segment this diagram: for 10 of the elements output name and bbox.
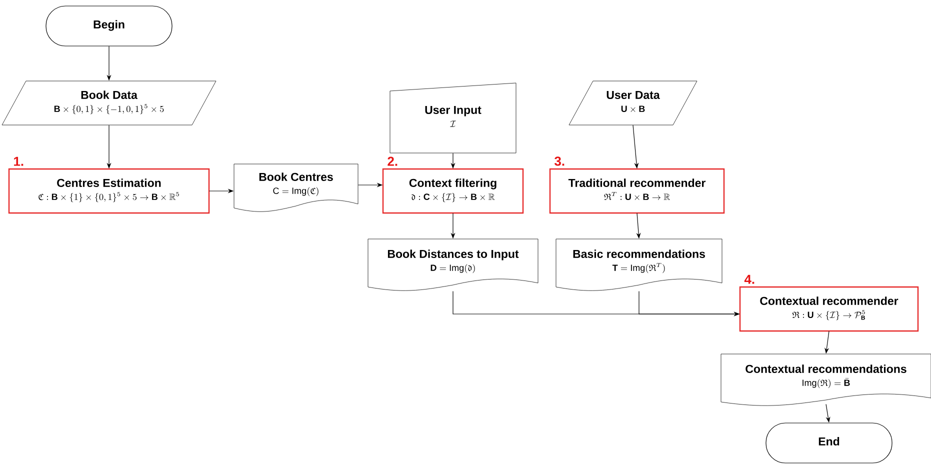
process-box: Traditional recommender $\mathfrak{R}^{T}:\mathbf{U}\times\mathbf{B}\rightarrow\mathbb{R}$ [549, 168, 725, 214]
data-parallelogram: Book Data $\mathbf{B}\times\{0,1\}\times\{-1,0,1\}^{5}\times 5$ [2, 80, 216, 126]
process-box: Contextual recommender $\mathfrak{R}:\mathbf{U}\times\{\mathcal{I}\}\rightarrow\mathcal{P}^{5}_{\mathbf{B}}$ [739, 286, 919, 332]
step-number: 4. [744, 274, 754, 284]
process-box: Centres Estimation $\mathfrak{C}:\mathbf{B}\times\{1\}\times\{0,1\}^{5}\times 5\rightarrow\mathbf{B}\times\mathbb{R}^{5}$ [8, 168, 210, 214]
data-parallelogram: User Data $\mathbf{U}\times\mathbf{B}$ [568, 80, 698, 126]
process-box: Context filtering $\mathfrak{d}:\mathbf{C}\times\{\mathcal{I}\}\rightarrow\mathbf{B}\times\mathbb{R}$ [382, 168, 524, 214]
step-number: 1. [14, 156, 24, 166]
step-number: 2. [388, 156, 398, 166]
step-number: 3. [554, 156, 564, 166]
